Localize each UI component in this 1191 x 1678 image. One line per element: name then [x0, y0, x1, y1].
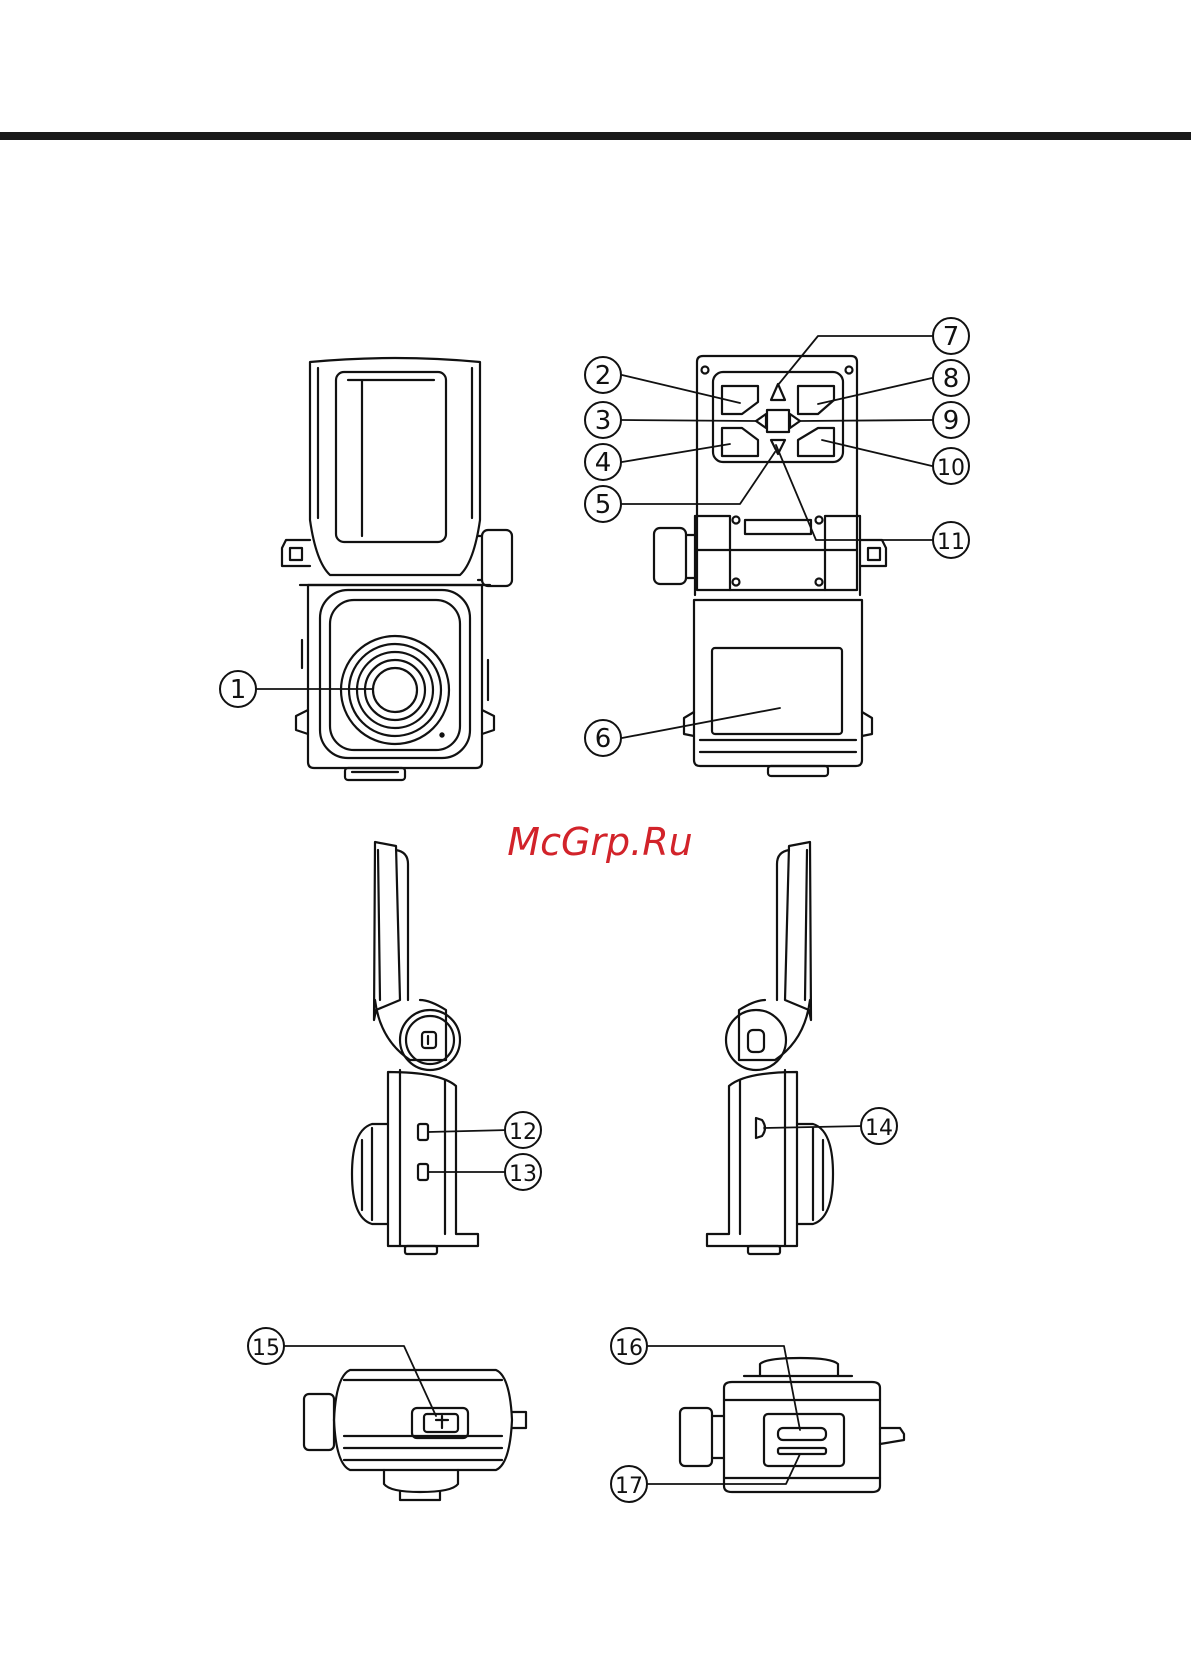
callout-10: 10 [933, 448, 969, 484]
callout-label: 3 [595, 406, 612, 436]
callout-label: 16 [615, 1336, 643, 1361]
top-view [304, 1370, 526, 1500]
callout-label: 6 [595, 724, 612, 754]
callout-15: 15 [248, 1328, 284, 1364]
callout-label: 9 [943, 406, 960, 436]
callout-3: 3 [585, 402, 621, 438]
callout-label: 17 [615, 1474, 643, 1499]
callout-4: 4 [585, 444, 621, 480]
callout-16: 16 [611, 1328, 647, 1364]
callout-label: 5 [595, 490, 612, 520]
callout-9: 9 [933, 402, 969, 438]
callout-13: 13 [505, 1154, 541, 1190]
callout-label: 13 [509, 1162, 537, 1187]
front-view [282, 358, 512, 780]
callout-7: 7 [933, 318, 969, 354]
right-side-view [707, 842, 833, 1254]
callout-label: 7 [943, 322, 960, 352]
callout-label: 11 [937, 530, 965, 555]
back-view [654, 356, 886, 776]
callout-label: 14 [865, 1116, 893, 1141]
callout-6: 6 [585, 720, 621, 756]
callout-2: 2 [585, 357, 621, 393]
callout-8: 8 [933, 360, 969, 396]
callout-label: 1 [230, 675, 247, 705]
callout-17: 17 [611, 1466, 647, 1502]
callout-11: 11 [933, 522, 969, 558]
header-rule [0, 132, 1191, 140]
callout-label: 8 [943, 364, 960, 394]
callout-1: 1 [220, 671, 256, 707]
callout-label: 12 [509, 1120, 537, 1145]
callout-14: 14 [861, 1108, 897, 1144]
callout-label: 15 [252, 1336, 280, 1361]
callout-label: 10 [937, 456, 965, 481]
watermark-text: McGrp.Ru [507, 820, 692, 864]
callout-12: 12 [505, 1112, 541, 1148]
callout-5: 5 [585, 486, 621, 522]
left-side-view [352, 842, 478, 1254]
callout-label: 4 [595, 448, 612, 478]
callout-label: 2 [595, 361, 612, 391]
